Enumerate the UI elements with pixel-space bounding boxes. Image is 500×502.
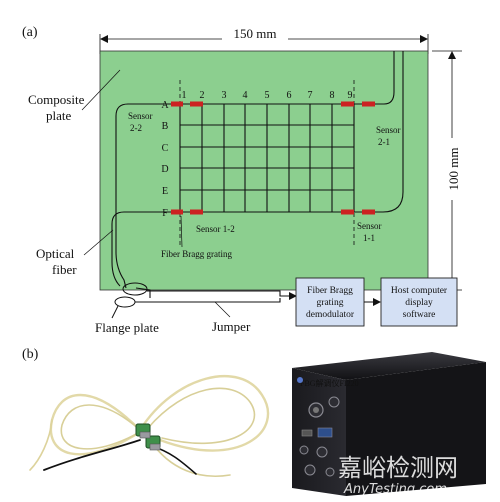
sensor-1-1-label-line2: 1-1: [363, 233, 375, 243]
sensor-2-2-label-line1: Sensor: [128, 111, 153, 121]
width-dimension-label: 150 mm: [234, 26, 277, 41]
svg-text:Host computer: Host computer: [391, 286, 448, 296]
column-labels: 1 2 3 4 5 6 7 8 9: [182, 90, 353, 101]
host-computer-label: Host computer display software: [391, 286, 448, 320]
row-label: E: [162, 186, 168, 197]
height-dimension-label: 100 mm: [446, 148, 461, 191]
panel-a-label: (a): [22, 25, 38, 40]
grating-marker: [341, 209, 354, 215]
sensor-labels: Sensor 2-2 Sensor 2-1 Sensor 1-2 Sensor …: [128, 111, 401, 243]
row-label: F: [162, 208, 168, 219]
usb-port-icon: [301, 429, 313, 437]
row-label: C: [162, 143, 169, 154]
grating-marker: [362, 101, 375, 107]
height-dimension: 100 mm: [432, 50, 462, 291]
grating-marker: [171, 101, 183, 107]
composite-plate: [99, 50, 429, 291]
optical-fiber-label-line1: Optical: [36, 246, 75, 261]
watermark: 嘉峪检测网 AnyTesting.com: [338, 454, 458, 497]
column-label: 4: [243, 90, 248, 101]
vga-port-icon: [317, 427, 333, 438]
column-label: 7: [308, 90, 313, 101]
column-label: 6: [287, 90, 292, 101]
fbg-label: Fiber Bragg grating: [161, 249, 232, 259]
host-computer-box: [380, 277, 458, 327]
panel-b-label: (b): [22, 347, 39, 362]
row-label: A: [161, 100, 169, 111]
column-label: 2: [200, 90, 205, 101]
svg-text:Fiber Bragg: Fiber Bragg: [307, 286, 353, 296]
optical-fiber-leader: [83, 229, 114, 256]
sensor-1-2-label: Sensor 1-2: [196, 224, 235, 234]
watermark-url: AnyTesting.com: [343, 482, 447, 497]
fbg-sensor-coil-photo: [29, 374, 269, 477]
optical-fiber-label-line2: fiber: [52, 262, 77, 277]
row-labels: A B C D E F: [161, 100, 169, 219]
demodulator-label: Fiber Bragg grating demodulator: [306, 286, 355, 320]
column-label: 5: [265, 90, 270, 101]
svg-text:software: software: [403, 309, 436, 320]
jumper-cable: [135, 290, 297, 318]
fiber-bragg-gratings: [171, 101, 375, 215]
row-label: B: [162, 121, 169, 132]
composite-plate-label-line2: plate: [46, 108, 71, 123]
grating-marker: [171, 209, 183, 215]
grating-marker: [362, 209, 375, 215]
sensor-2-2-label-line2: 2-2: [130, 123, 142, 133]
composite-plate-label-line1: Composite: [28, 92, 85, 107]
device-label: FBG解调仪FI220: [300, 378, 359, 388]
optical-fiber-paths: [111, 51, 404, 298]
column-label: 3: [222, 90, 227, 101]
composite-plate-leader: [81, 69, 121, 111]
watermark-text: 嘉峪检测网: [338, 454, 458, 482]
fbg-demodulator-device-photo: FBG解调仪FI220: [292, 352, 486, 496]
grating-marker: [190, 209, 203, 215]
width-dimension: 150 mm: [99, 26, 429, 54]
grating-marker: [190, 101, 203, 107]
grating-marker: [341, 101, 354, 107]
flange-plate-label: Flange plate: [95, 320, 159, 335]
sensor-2-1-label-line2: 2-1: [378, 137, 390, 147]
row-label: D: [161, 164, 168, 175]
svg-text:grating: grating: [317, 298, 344, 308]
column-label: 1: [182, 90, 187, 101]
fbg-leader-line: [180, 215, 183, 248]
flange-connector: [111, 282, 148, 319]
svg-text:display: display: [405, 298, 433, 308]
column-label: 8: [330, 90, 335, 101]
sensor-2-1-label-line1: Sensor: [376, 125, 401, 135]
sensor-1-1-label-line1: Sensor: [357, 221, 382, 231]
svg-text:demodulator: demodulator: [306, 310, 355, 320]
jumper-label: Jumper: [212, 319, 251, 334]
column-label: 9: [348, 90, 353, 101]
device-logo-icon: [297, 377, 303, 383]
